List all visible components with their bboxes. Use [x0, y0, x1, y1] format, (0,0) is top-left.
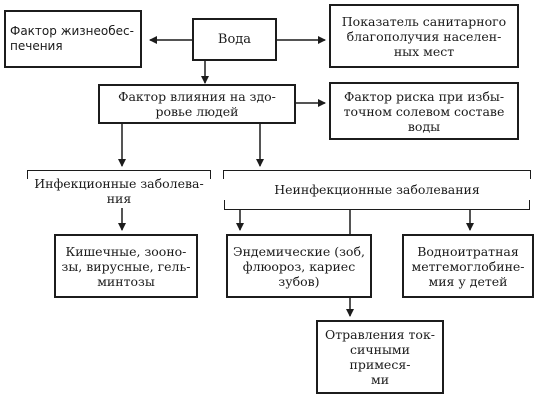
node-noninfectious: Неинфекционные заболевания: [274, 182, 480, 197]
bracket-infectious: [27, 170, 211, 179]
node-endemic: Эндемические (зоб, флюороз, кариес зубов…: [226, 234, 372, 298]
node-sanitary-indicator: Показатель санитарного благополучия насе…: [329, 4, 519, 68]
node-infectious: Инфекционные заболева- ния: [34, 176, 204, 206]
node-poisoning: Отравления ток- сичными примеся- ми: [316, 320, 444, 394]
node-health-factor: Фактор влияния на здо- ровье людей: [98, 84, 296, 124]
node-intestinal: Кишечные, зооно- зы, вирусные, гель- мин…: [54, 234, 198, 298]
node-nitrate-methemoglobinemia: Водноитратная метгемоглобине- мия у дете…: [402, 234, 534, 298]
bracket-noninfectious-bottom: [224, 200, 530, 210]
node-water: Вода: [192, 18, 277, 61]
node-risk-factor: Фактор риска при избы- точном солевом со…: [329, 82, 519, 140]
bracket-noninfectious: [223, 170, 531, 179]
node-life-support: Фактор жизнеобес- печения: [4, 10, 142, 68]
